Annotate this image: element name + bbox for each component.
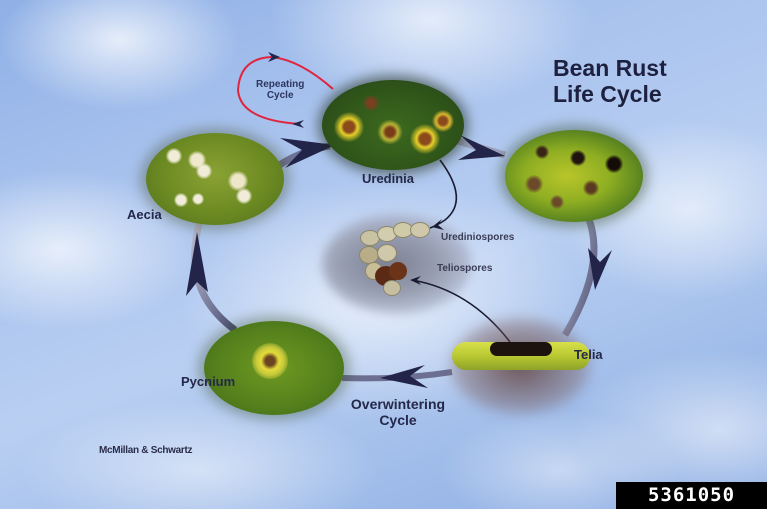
arrowhead-down-right [588,248,612,290]
overwintering-line-1: Overwintering [350,396,446,412]
repeating-cycle-label: Repeating Cycle [256,79,304,101]
page-title: Bean Rust Life Cycle [553,55,667,107]
overwintering-line-2: Cycle [379,412,417,428]
repeating-cycle-line-2: Cycle [266,90,294,101]
title-line-1: Bean Rust [553,55,667,81]
teliospores-label: Teliospores [437,263,493,274]
uredinia-label: Uredinia [362,171,415,186]
urediniospores-label: Urediniospores [441,232,515,243]
repeating-cycle-loop [236,55,334,125]
repeating-cycle-line-1: Repeating [256,79,305,90]
spore-cluster-image [355,218,445,308]
image-number-badge: 5361050 [616,482,767,509]
arrowhead-to-telia-leaf [458,135,505,160]
telia-leaf-upper-image [505,130,643,222]
arrowhead-to-aecia [186,232,208,296]
arrowhead-to-pycnium [380,365,428,388]
aecia-leaf-image [146,133,284,225]
overwintering-cycle-label: Overwintering Cycle [343,396,453,428]
telia-stem-image [452,342,590,370]
uredinia-leaf-image [322,80,464,170]
pycnium-leaf-image [204,321,344,415]
credit-text: McMillan & Schwartz [99,445,193,456]
title-line-2: Life Cycle [553,81,662,107]
pycnium-label: Pycnium [181,374,236,389]
arrowhead-to-uredinia [280,138,335,168]
telia-label: Telia [574,347,603,362]
aecia-label: Aecia [127,207,162,222]
